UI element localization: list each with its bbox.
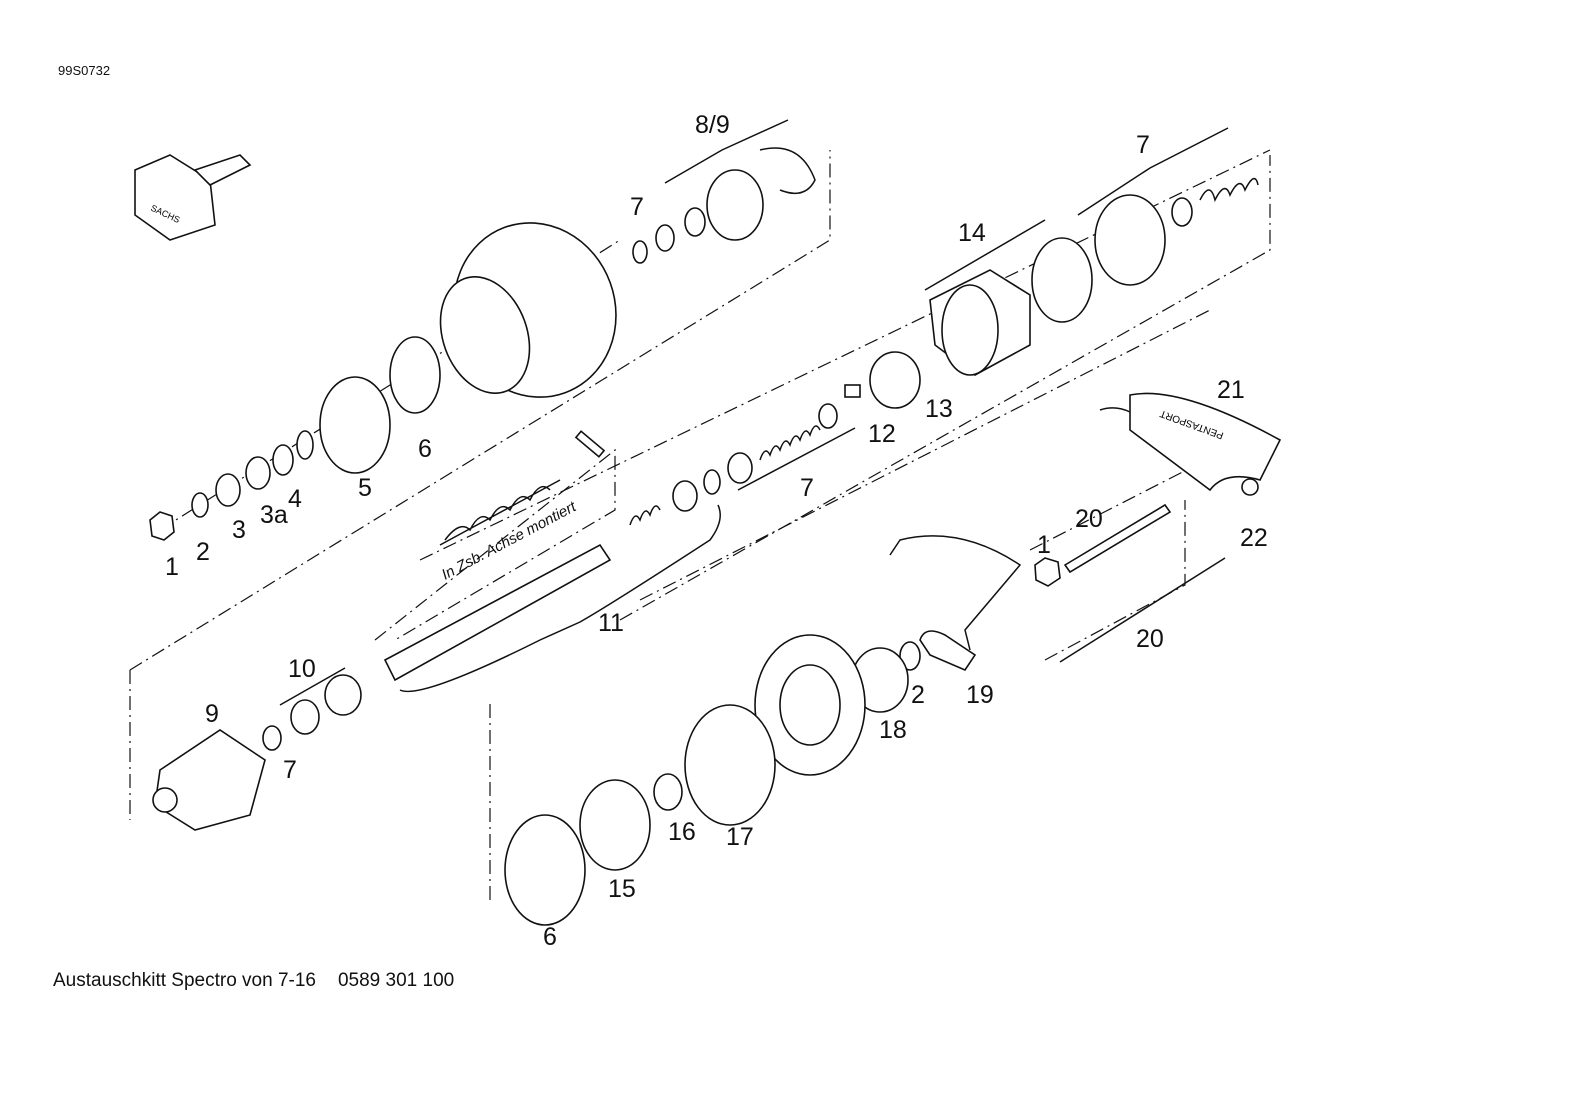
- part-label: 7: [1136, 131, 1150, 159]
- part-label: 11: [598, 609, 624, 637]
- part-label: 21: [1217, 376, 1245, 404]
- part-label: 7: [800, 474, 814, 502]
- part-label: 6: [543, 923, 557, 951]
- part-label: 2: [911, 681, 925, 709]
- part-label: 12: [868, 420, 896, 448]
- part-label: 16: [668, 818, 696, 846]
- part-label: 3: [232, 516, 246, 544]
- part-label: 15: [608, 875, 636, 903]
- part-label: 3a: [260, 501, 288, 529]
- footer: Austauschkitt Spectro von 7-16 0589 301 1…: [53, 970, 454, 992]
- part-label: 9: [205, 700, 219, 728]
- part-label: 13: [925, 395, 953, 423]
- kit-title: Austauschkitt Spectro von 7-16: [53, 970, 316, 991]
- part-label: 4: [288, 485, 302, 513]
- part-label: 7: [283, 756, 297, 784]
- part-label: 10: [288, 655, 316, 683]
- part-label: 1: [1037, 531, 1051, 559]
- part-label: 19: [966, 681, 994, 709]
- part-label: 8/9: [695, 111, 730, 139]
- drawing-code: 99S0732: [58, 63, 111, 78]
- parts: SACHS: [134, 147, 1282, 926]
- part-label: 18: [879, 716, 907, 744]
- part-label: 14: [958, 219, 986, 247]
- shifter-part: SACHS: [134, 154, 252, 241]
- part-label: 2: [196, 538, 210, 566]
- part-label: 6: [418, 435, 432, 463]
- part-label: 5: [358, 474, 372, 502]
- part-label: 20: [1075, 505, 1103, 533]
- part-label: 17: [726, 823, 754, 851]
- part-label: 20: [1136, 625, 1164, 653]
- brackets: [279, 119, 1229, 706]
- part-label: 1: [165, 553, 179, 581]
- part-label: 7: [630, 193, 644, 221]
- part-label: 22: [1240, 524, 1268, 552]
- part-number: 0589 301 100: [337, 970, 455, 991]
